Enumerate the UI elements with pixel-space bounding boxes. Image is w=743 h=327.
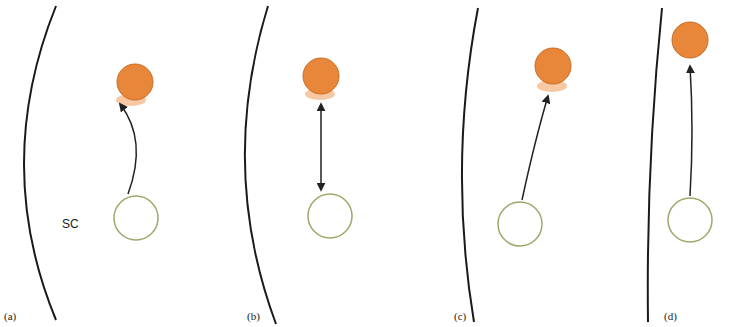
particle [117,64,153,100]
particle [672,22,708,58]
panel-label: (d) [664,310,677,322]
panel-label: (a) [4,310,16,322]
double-arrow [320,104,322,190]
membrane-curve [462,8,478,322]
membrane-curve [24,6,56,320]
arrow [522,96,548,200]
empty-particle [498,202,542,246]
panel-label: (b) [247,310,260,322]
arrow [120,104,136,194]
panel-label: (c) [454,310,466,322]
particle [303,58,339,94]
empty-particle [114,196,158,240]
particle [535,48,571,84]
membrane-curve [648,8,662,322]
membrane-curve [245,6,276,324]
region-label: SC [62,218,79,231]
empty-particle [308,194,352,238]
arrow [690,66,692,196]
empty-particle [668,198,712,242]
